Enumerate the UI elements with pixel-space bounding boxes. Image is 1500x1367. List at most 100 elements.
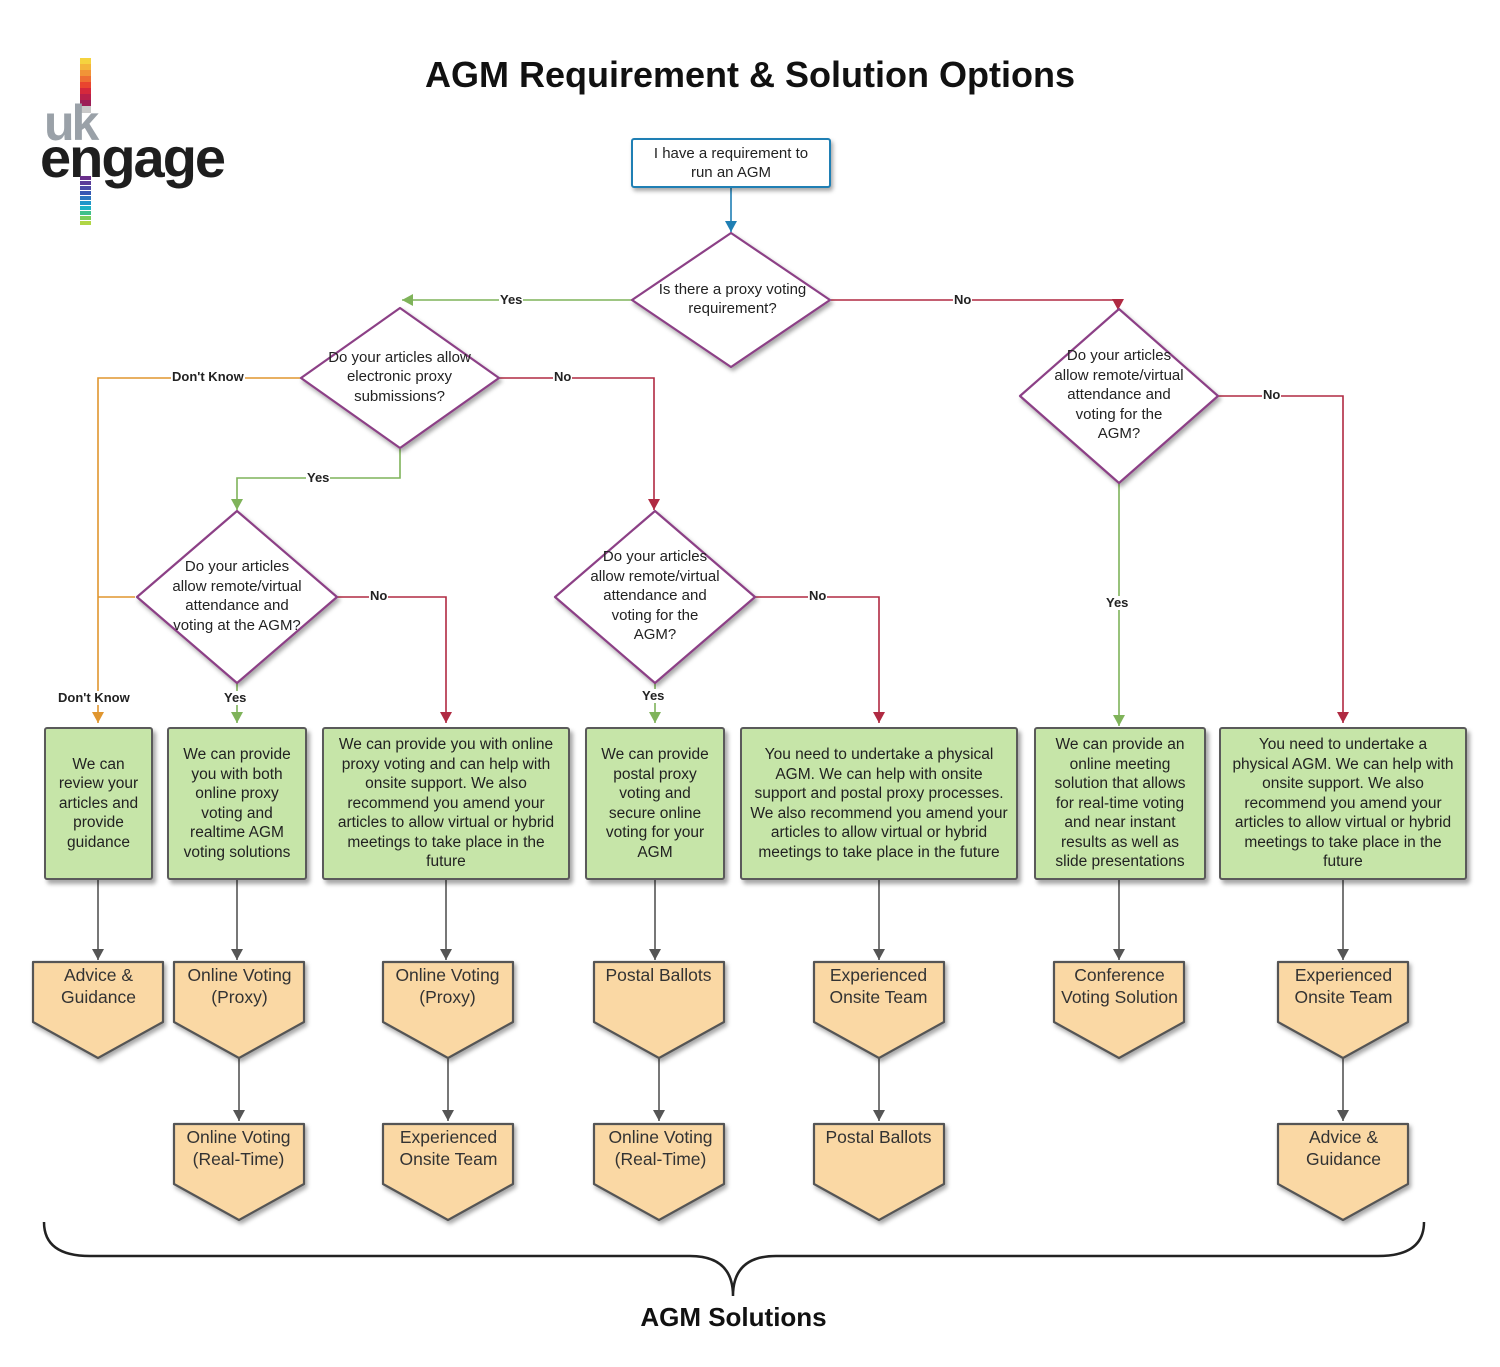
outcome-online-voting-proxy: Online Voting (Proxy) <box>395 965 500 1007</box>
edge-remote-mid-no <box>755 596 880 723</box>
edge-label-yes: Yes <box>306 470 331 485</box>
edge-label-dont-know: Don't Know <box>57 690 131 705</box>
outcome-shape-row1-6 <box>1276 960 1410 1060</box>
logo-uk-text: uk <box>44 95 99 151</box>
edge-proxy-no <box>831 299 1119 310</box>
decision-remote-left-diamond <box>135 509 339 685</box>
edge-outcome-1-to-next-arrowhead <box>442 1110 454 1121</box>
decision-proxy-voting: Is there a proxy voting requirement? <box>658 280 807 318</box>
edge-solution-4-to-outcome-arrowhead <box>873 949 885 960</box>
edge-solution-5-to-outcome-arrowhead <box>1113 949 1125 960</box>
edge-solution-0-to-outcome-arrowhead <box>92 949 104 960</box>
logo-color-bar <box>80 88 91 95</box>
logo-color-bar <box>80 216 91 220</box>
outcome-experienced-onsite-team: Experienced Onsite Team <box>1294 965 1393 1007</box>
decision-remote-mid-diamond <box>553 509 757 685</box>
logo-color-bar <box>80 191 91 195</box>
outcome-shape-row2-2 <box>592 1122 726 1222</box>
logo-color-bar <box>80 201 91 205</box>
edge-solution-6-to-outcome-arrowhead <box>1337 949 1349 960</box>
solution-physical-agm-postal: You need to undertake a physical AGM. We… <box>740 727 1018 880</box>
logo-color-bar <box>80 76 91 83</box>
logo-color-bar <box>80 58 91 65</box>
edge-outcome-4-to-next-arrowhead <box>1337 1110 1349 1121</box>
outcome-shape-row1-4 <box>812 960 946 1060</box>
outcome-shape-row2-4 <box>1276 1122 1410 1222</box>
edge-label-yes: Yes <box>223 690 248 705</box>
logo-color-bar <box>80 206 91 210</box>
edge-start-to-proxy-arrowhead <box>725 221 737 232</box>
outcome-shape-row2-3 <box>812 1122 946 1222</box>
decision-electronic-proxy: Do your articles allow electronic proxy … <box>328 348 471 405</box>
solution-online-meeting: We can provide an online meeting solutio… <box>1034 727 1206 880</box>
edge-solution-3-to-outcome-arrowhead <box>649 949 661 960</box>
solution-physical-agm-onsite: You need to undertake a physical AGM. We… <box>1219 727 1467 880</box>
outcome-experienced-onsite-team: Experienced Onsite Team <box>399 1127 498 1169</box>
logo-color-bar <box>80 100 91 107</box>
edge-remote-right-no <box>1218 395 1344 723</box>
solution-online-proxy-onsite: We can provide you with online proxy vot… <box>322 727 570 880</box>
outcome-conference-voting: Conference Voting Solution <box>1061 965 1178 1007</box>
outcome-online-voting-realtime: Online Voting (Real-Time) <box>186 1127 291 1169</box>
footer-label: AGM Solutions <box>640 1302 827 1332</box>
edge-remote-left-no-arrowhead <box>440 712 452 723</box>
decision-electronic-diamond <box>299 306 501 450</box>
outcome-online-voting-proxy: Online Voting (Proxy) <box>187 965 292 1007</box>
edge-label-no: No <box>808 588 828 603</box>
logo-color-bar <box>80 176 91 180</box>
logo-color-bar <box>80 181 91 185</box>
decision-remote-voting-left: Do your articles allow remote/virtual at… <box>172 558 302 634</box>
logo-color-bar <box>80 211 91 215</box>
page-title: AGM Requirement & Solution Options <box>425 54 1075 95</box>
edge-outcome-0-to-next-arrowhead <box>233 1110 245 1121</box>
edge-electronic-yes-arrowhead <box>231 499 243 510</box>
decision-remote-voting-mid: Do your articles allow remote/virtual at… <box>590 548 720 644</box>
outcome-online-voting-realtime: Online Voting (Real-Time) <box>608 1127 713 1169</box>
edge-proxy-yes-arrowhead <box>402 294 413 306</box>
decision-remote-right-diamond <box>1018 307 1220 485</box>
logo-color-bar <box>80 82 91 89</box>
logo-color-bar <box>80 70 91 77</box>
logo-color-bar <box>80 186 91 190</box>
outcome-shape-row2-1 <box>381 1122 515 1222</box>
logo-color-bar <box>80 221 91 225</box>
outcome-shape-row1-1 <box>172 960 306 1060</box>
edge-remote-mid-yes-arrowhead <box>649 712 661 723</box>
edge-label-yes: Yes <box>641 688 666 703</box>
logo-color-bar <box>80 94 91 101</box>
solution-review-articles: We can review your articles and provide … <box>44 727 153 880</box>
edge-label-no: No <box>553 369 573 384</box>
outcome-advice-guidance: Advice & Guidance <box>61 965 136 1007</box>
outcome-shape-row1-3 <box>592 960 726 1060</box>
logo-engage-text: engage <box>40 126 226 189</box>
edge-outcome-3-to-next-arrowhead <box>873 1110 885 1121</box>
solution-postal-proxy-online: We can provide postal proxy voting and s… <box>585 727 725 880</box>
edge-solution-2-to-outcome-arrowhead <box>440 949 452 960</box>
edge-remote-mid-no-arrowhead <box>873 712 885 723</box>
edge-label-yes: Yes <box>499 292 524 307</box>
outcome-shape-row2-0 <box>172 1122 306 1222</box>
outcome-shape-row1-5 <box>1052 960 1186 1060</box>
edge-proxy-no-arrowhead <box>1112 299 1124 310</box>
outcome-shape-row1-0 <box>31 960 165 1060</box>
logo-color-bar <box>80 64 91 71</box>
uk-engage-logo: uk engage <box>40 58 270 228</box>
decision-remote-voting-right: Do your articles allow remote/virtual at… <box>1054 347 1184 443</box>
logo-color-bar <box>80 106 91 113</box>
edge-electronic-no-arrowhead <box>648 499 660 510</box>
edge-label-no: No <box>1262 387 1282 402</box>
edge-remote-left-no <box>337 596 447 723</box>
logo-color-bar <box>80 196 91 200</box>
edge-label-yes: Yes <box>1105 595 1130 610</box>
solutions-brace <box>42 1221 1426 1297</box>
edge-solution-1-to-outcome-arrowhead <box>231 949 243 960</box>
edge-electronic-no <box>498 377 655 510</box>
outcome-postal-ballots: Postal Ballots <box>605 965 712 985</box>
solution-online-proxy-and-realtime: We can provide you with both online prox… <box>167 727 307 880</box>
edge-remote-left-yes-arrowhead <box>231 712 243 723</box>
edge-label-no: No <box>369 588 389 603</box>
edge-electronic-dontknow-arrowhead <box>92 712 104 723</box>
edge-label-dont-know: Don't Know <box>171 369 245 384</box>
decision-proxy-diamond <box>630 231 832 369</box>
